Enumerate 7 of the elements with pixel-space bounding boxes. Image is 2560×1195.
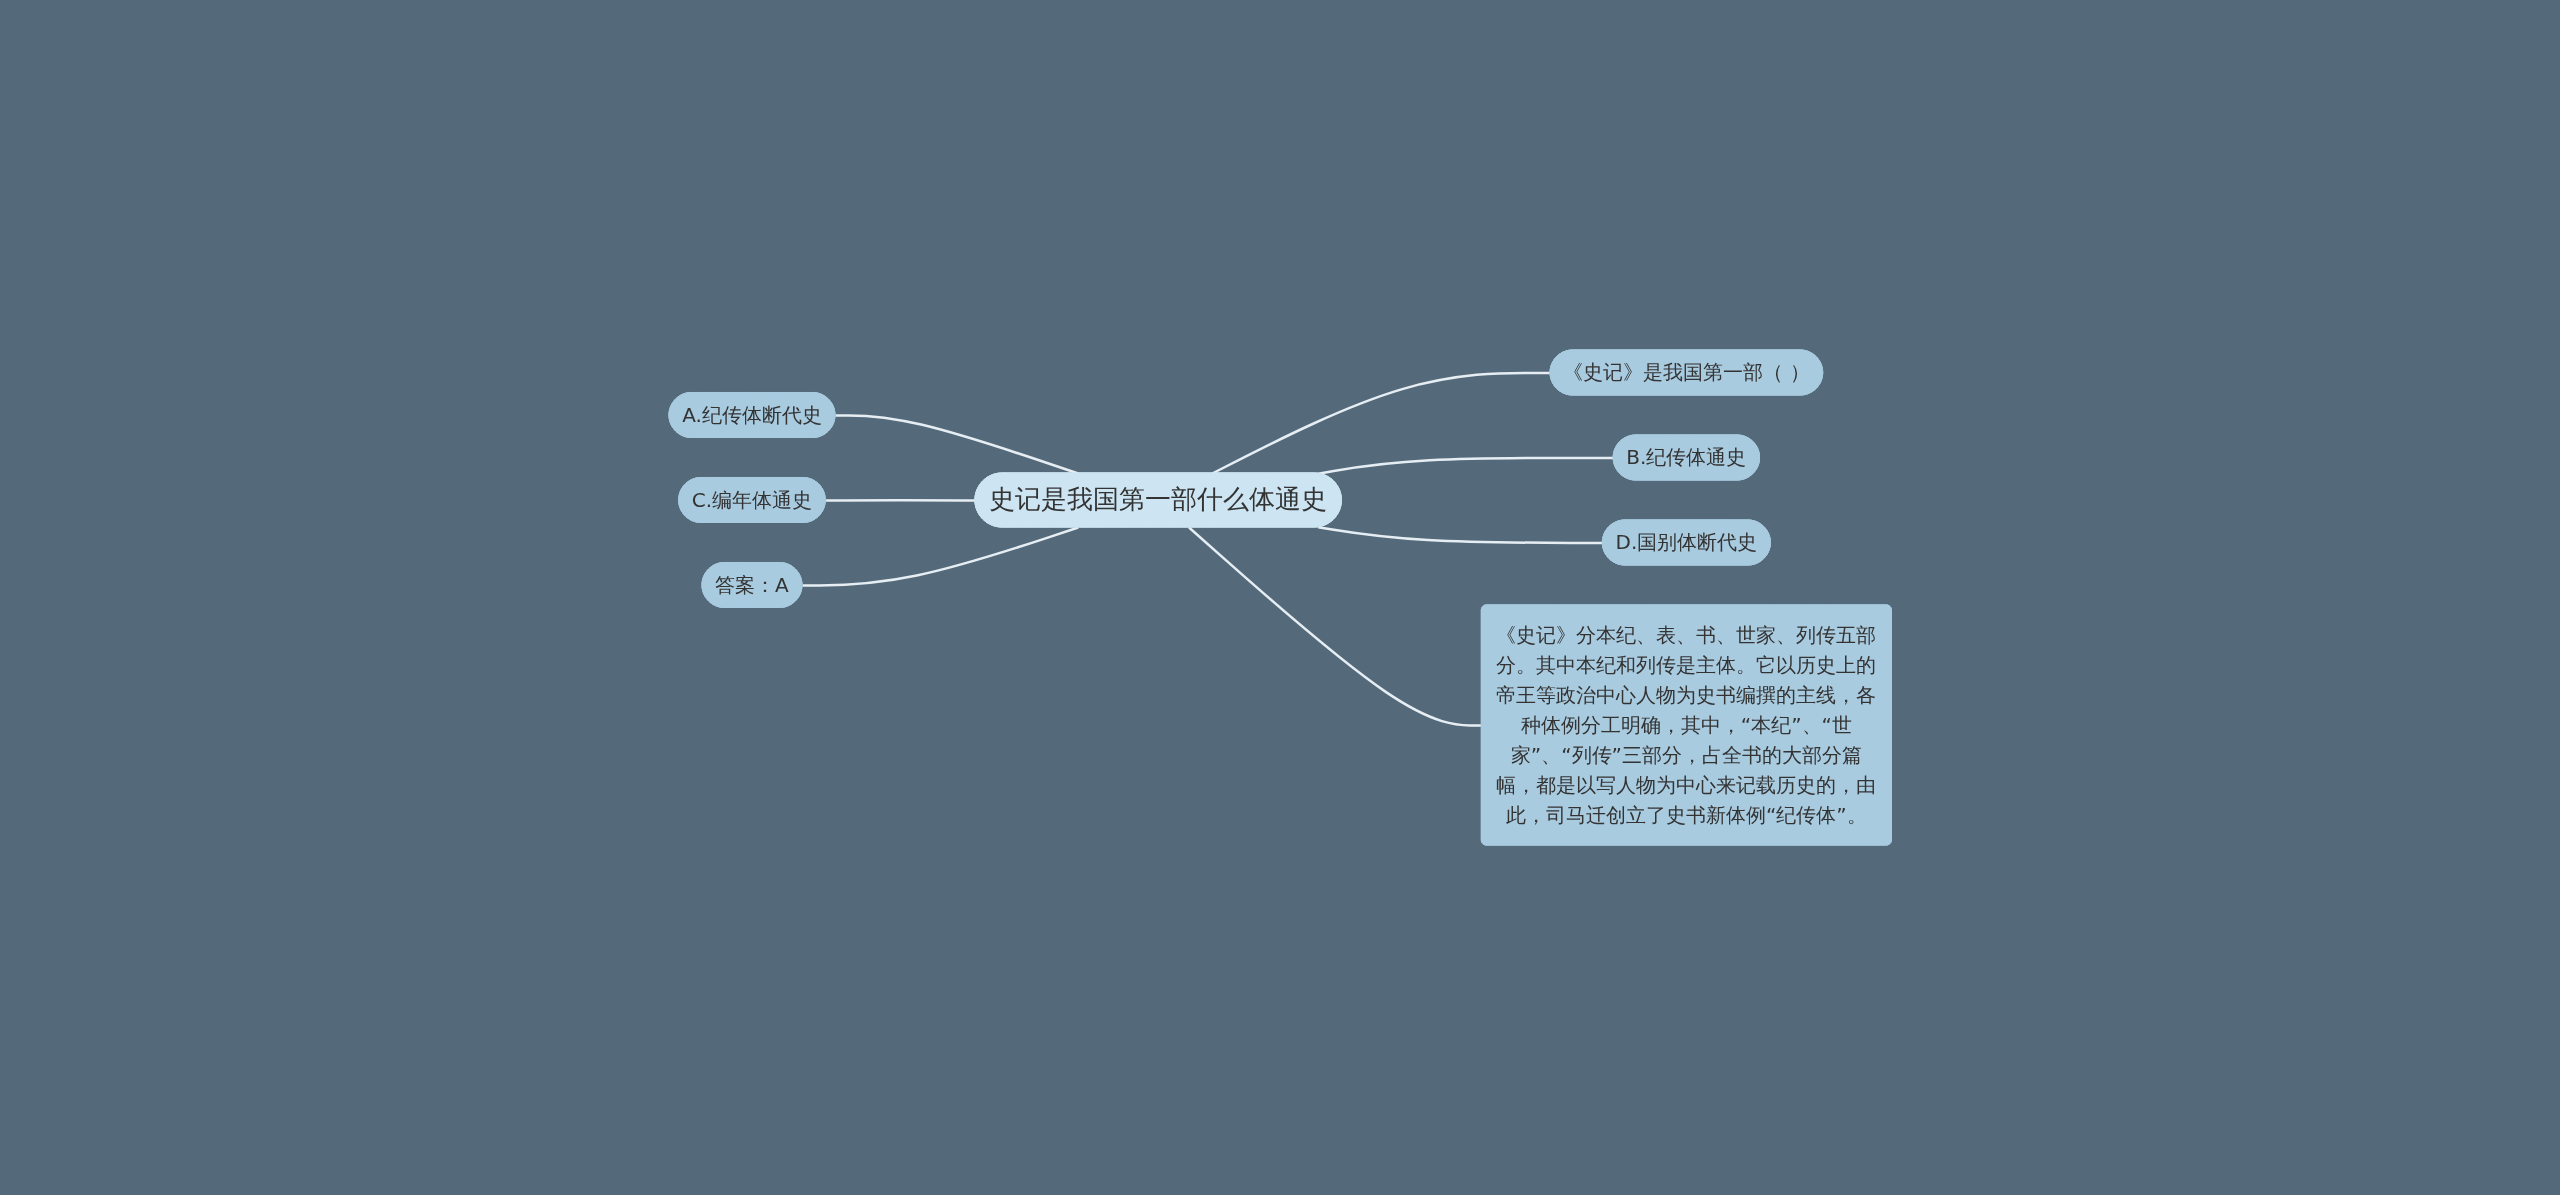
connector: [1317, 456, 1614, 475]
connector: [1211, 371, 1551, 475]
connector: [1188, 526, 1482, 727]
connector: [1317, 526, 1603, 545]
connector: [835, 414, 1079, 475]
connector: [802, 526, 1079, 587]
connector: [825, 498, 976, 502]
